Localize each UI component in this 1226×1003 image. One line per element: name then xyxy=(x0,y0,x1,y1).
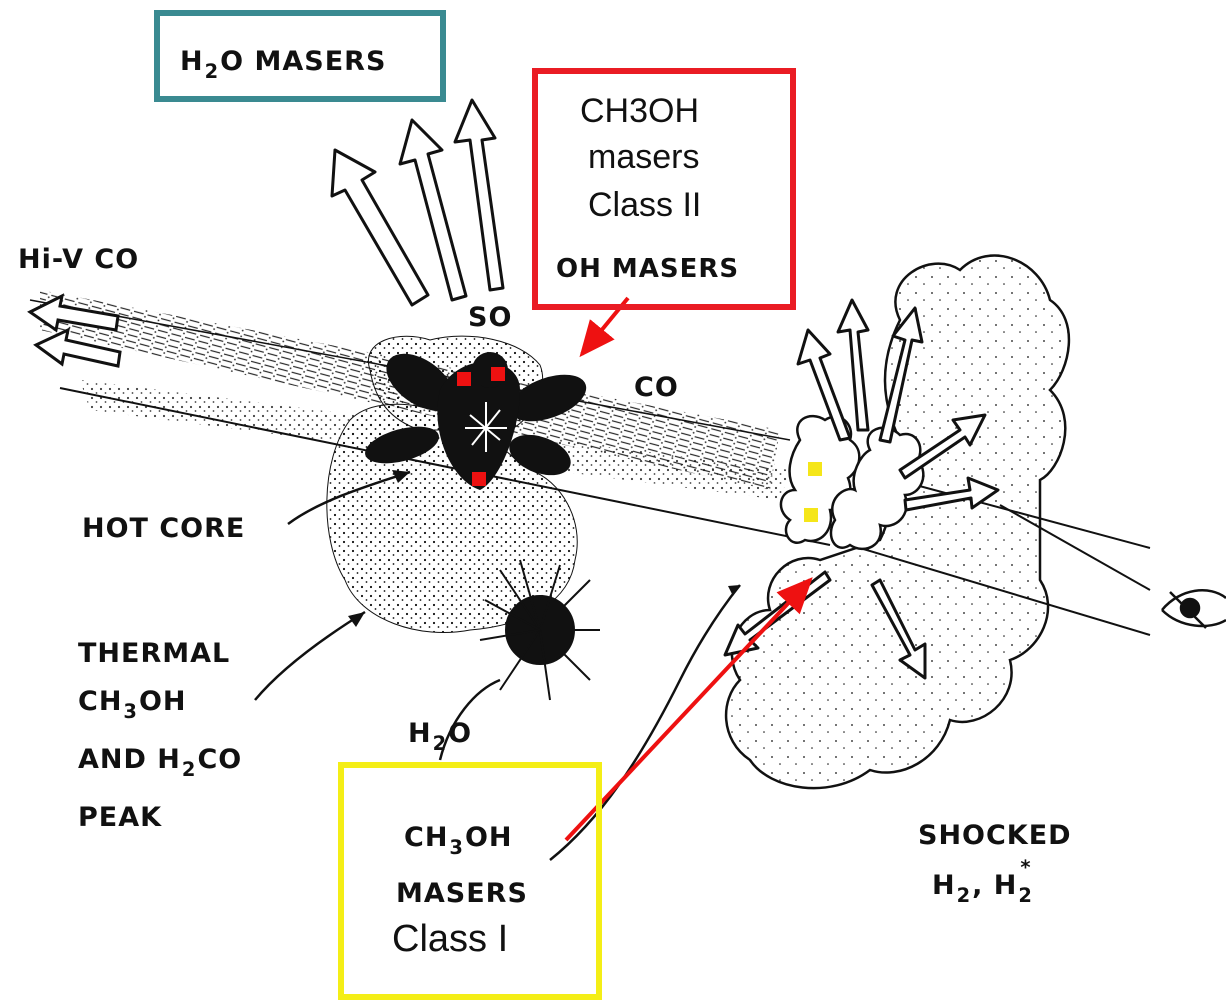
h2o-label: H2O xyxy=(408,720,472,747)
red-maser-marker xyxy=(491,367,505,381)
hi-v-co-label: Hi-V CO xyxy=(18,246,139,273)
co-label: CO xyxy=(634,374,679,401)
so-label: SO xyxy=(468,304,512,331)
red-maser-marker xyxy=(472,472,486,486)
ch3oh-label: CH3OH xyxy=(580,94,699,128)
and-h2co-label: AND H2CO xyxy=(78,746,242,773)
masers-label: masers xyxy=(588,140,699,174)
hot-core-label: HOT CORE xyxy=(82,515,245,542)
class1-masers-label: MASERS xyxy=(396,880,528,907)
shocked-h2-label: H2, H*2 xyxy=(932,872,1034,899)
yellow-maser-marker xyxy=(808,462,822,476)
class1-ch3oh-label: CH3OH xyxy=(404,824,513,851)
thermal-ch3oh-label: CH3OH xyxy=(78,688,187,715)
class-i-label: Class I xyxy=(392,920,508,958)
class-ii-label: Class II xyxy=(588,188,701,222)
h2o-masers-label: H2O MASERS xyxy=(180,48,386,75)
red-maser-marker xyxy=(457,372,471,386)
oh-masers-label: OH MASERS xyxy=(556,256,739,282)
h2o-maser-arrows xyxy=(332,100,503,305)
shocked-label: SHOCKED xyxy=(918,822,1072,849)
yellow-maser-marker xyxy=(804,508,818,522)
eye-icon xyxy=(1162,590,1226,628)
thermal-label: THERMAL xyxy=(78,640,230,667)
peak-label: PEAK xyxy=(78,804,162,831)
